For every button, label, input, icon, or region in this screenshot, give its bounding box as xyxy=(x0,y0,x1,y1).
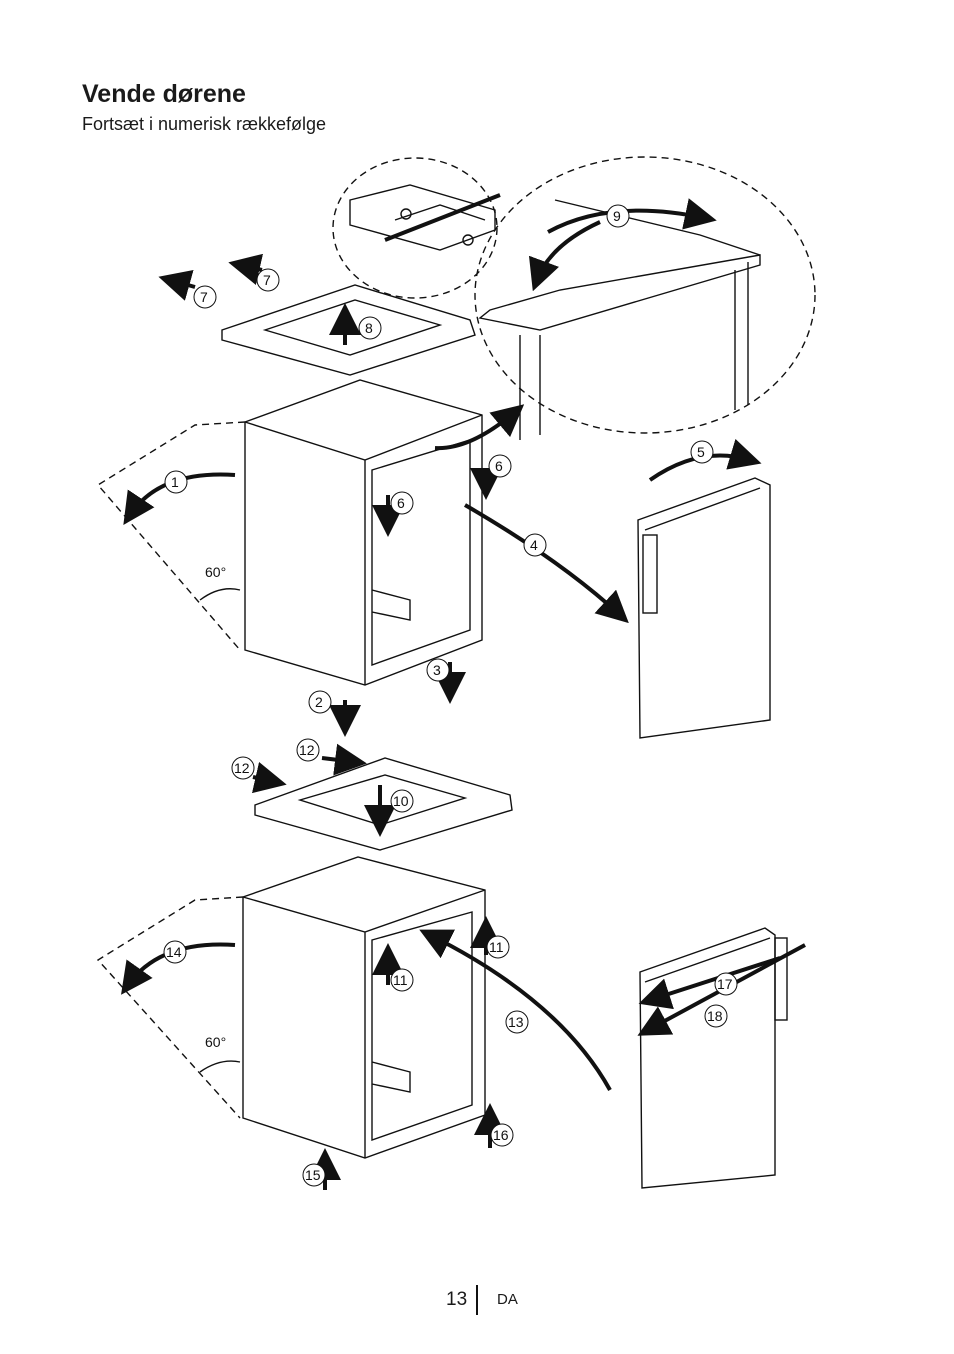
step-16: 16 xyxy=(493,1127,509,1143)
angle-label-upper: 60° xyxy=(205,564,226,580)
step-1: 1 xyxy=(171,474,179,490)
language-code: DA xyxy=(497,1291,518,1308)
step-12a: 12 xyxy=(299,742,315,758)
detail-circle-large xyxy=(474,156,816,434)
step-17: 17 xyxy=(717,976,733,992)
step-14: 14 xyxy=(166,944,182,960)
step-7b: 7 xyxy=(200,289,208,305)
step-9: 9 xyxy=(613,208,621,224)
step-labels: 9 7 7 8 1 6 6 5 4 3 2 12 12 10 14 11 11 … xyxy=(163,204,738,1187)
step-7a: 7 xyxy=(263,272,271,288)
page-footer: 13 DA xyxy=(0,1285,954,1325)
step-13: 13 xyxy=(508,1014,524,1030)
step-5: 5 xyxy=(697,444,705,460)
step-8: 8 xyxy=(365,320,373,336)
step-12b: 12 xyxy=(234,760,250,776)
footer-divider xyxy=(476,1285,478,1315)
page-subtitle: Fortsæt i numerisk rækkefølge xyxy=(82,114,327,134)
top-cover-upper xyxy=(221,284,476,376)
step-11a: 11 xyxy=(489,939,504,955)
step-6b: 6 xyxy=(397,495,405,511)
step-6a: 6 xyxy=(495,458,503,474)
step-11b: 11 xyxy=(393,972,408,988)
step-10: 10 xyxy=(393,793,409,809)
step-18: 18 xyxy=(707,1008,723,1024)
door-lower xyxy=(639,927,776,1189)
page-number: 13 xyxy=(446,1289,468,1310)
fridge-body-upper xyxy=(244,379,483,686)
step-4: 4 xyxy=(530,537,538,553)
step-2: 2 xyxy=(315,694,323,710)
page-title: Vende dørene xyxy=(82,80,246,108)
angle-label-lower: 60° xyxy=(205,1034,226,1050)
step-3: 3 xyxy=(433,662,441,678)
step-15: 15 xyxy=(305,1167,321,1183)
door-upper xyxy=(637,477,771,739)
top-cover-lower xyxy=(254,757,513,851)
